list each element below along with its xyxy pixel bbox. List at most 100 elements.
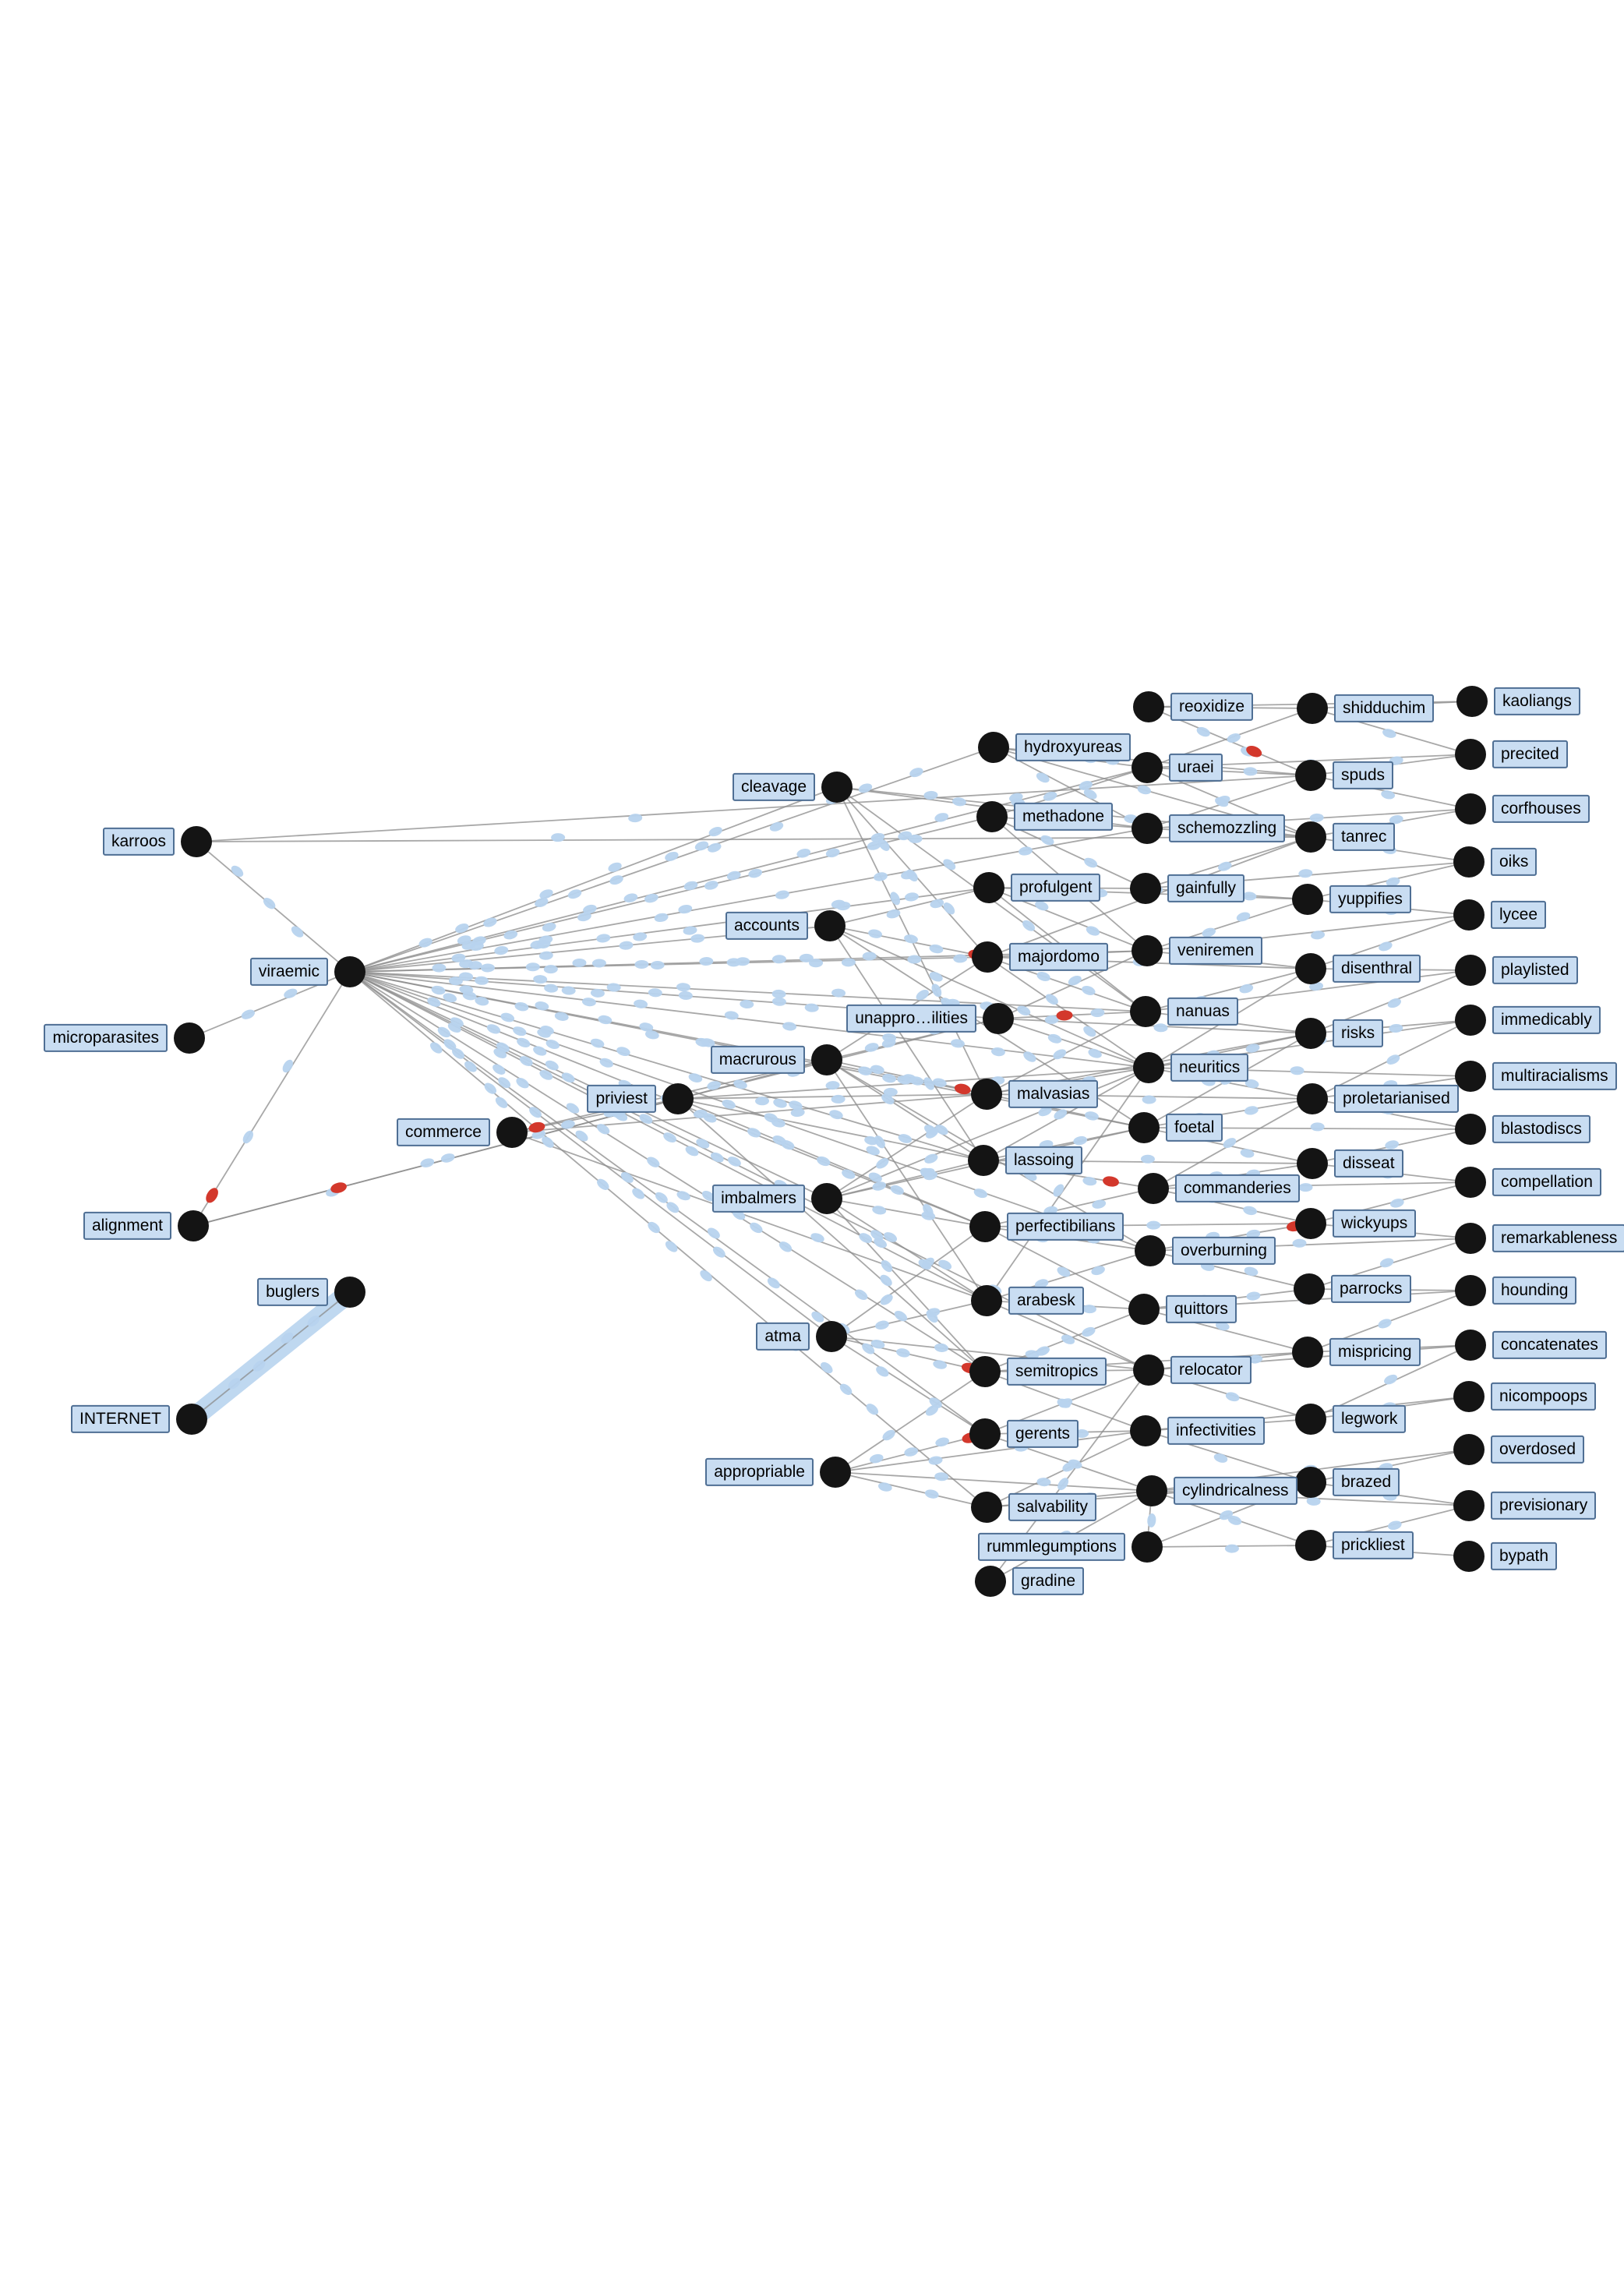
node-disseat[interactable] [1297, 1148, 1328, 1179]
node-hydroxyureas[interactable] [978, 732, 1009, 763]
node-label-wickyups[interactable]: wickyups [1333, 1209, 1417, 1238]
node-imbalmers[interactable] [811, 1183, 842, 1214]
node-commanderies[interactable] [1138, 1173, 1169, 1204]
node-methadone[interactable] [976, 801, 1008, 832]
node-label-gerents[interactable]: gerents [1007, 1419, 1079, 1449]
node-label-reoxidize[interactable]: reoxidize [1170, 692, 1254, 722]
node-label-brazed[interactable]: brazed [1333, 1467, 1400, 1497]
node-neuritics[interactable] [1133, 1052, 1164, 1083]
node-schemozzling[interactable] [1132, 813, 1163, 844]
node-label-gainfully[interactable]: gainfully [1167, 874, 1245, 903]
node-label-accounts[interactable]: accounts [725, 911, 808, 941]
node-bypath[interactable] [1453, 1541, 1485, 1572]
node-label-karroos[interactable]: karroos [102, 827, 175, 856]
node-label-remarkableness[interactable]: remarkableness [1492, 1224, 1624, 1253]
node-label-nicompoops[interactable]: nicompoops [1491, 1382, 1597, 1411]
node-label-INTERNET[interactable]: INTERNET [71, 1404, 170, 1434]
node-label-risks[interactable]: risks [1333, 1019, 1384, 1048]
node-relocator[interactable] [1133, 1354, 1164, 1386]
node-label-cleavage[interactable]: cleavage [732, 772, 815, 802]
node-label-microparasites[interactable]: microparasites [44, 1023, 168, 1053]
node-label-hounding[interactable]: hounding [1492, 1276, 1577, 1305]
node-label-cylindricalness[interactable]: cylindricalness [1174, 1476, 1297, 1506]
node-label-relocator[interactable]: relocator [1170, 1355, 1252, 1385]
node-arabesk[interactable] [971, 1285, 1002, 1316]
node-remarkableness[interactable] [1455, 1223, 1486, 1254]
node-majordomo[interactable] [972, 941, 1003, 973]
node-label-yuppifies[interactable]: yuppifies [1329, 885, 1411, 914]
node-spuds[interactable] [1295, 760, 1326, 791]
node-label-foetal[interactable]: foetal [1166, 1113, 1223, 1142]
node-label-rummlegumptions[interactable]: rummlegumptions [978, 1532, 1125, 1562]
node-label-previsionary[interactable]: previsionary [1491, 1491, 1597, 1520]
node-gerents[interactable] [969, 1418, 1001, 1450]
node-overdosed[interactable] [1453, 1434, 1485, 1465]
node-reoxidize[interactable] [1133, 691, 1164, 722]
node-overburning[interactable] [1135, 1235, 1166, 1266]
node-label-multiracialisms[interactable]: multiracialisms [1492, 1061, 1617, 1091]
node-label-legwork[interactable]: legwork [1333, 1404, 1407, 1434]
node-label-appropriable[interactable]: appropriable [705, 1457, 814, 1487]
node-lassoing[interactable] [968, 1145, 999, 1176]
node-parrocks[interactable] [1294, 1273, 1325, 1305]
node-label-blastodiscs[interactable]: blastodiscs [1492, 1114, 1590, 1144]
node-brazed[interactable] [1295, 1467, 1326, 1498]
node-blastodiscs[interactable] [1455, 1114, 1486, 1145]
node-nanuas[interactable] [1130, 996, 1161, 1027]
node-label-overdosed[interactable]: overdosed [1491, 1435, 1585, 1464]
node-yuppifies[interactable] [1292, 884, 1323, 915]
node-label-commanderies[interactable]: commanderies [1175, 1174, 1300, 1203]
node-label-concatenates[interactable]: concatenates [1492, 1330, 1607, 1360]
node-label-hydroxyureas[interactable]: hydroxyureas [1015, 733, 1132, 762]
node-multiracialisms[interactable] [1455, 1061, 1486, 1092]
node-appropriable[interactable] [820, 1457, 851, 1488]
node-risks[interactable] [1295, 1018, 1326, 1049]
node-mispricing[interactable] [1292, 1337, 1323, 1368]
node-label-lycee[interactable]: lycee [1491, 900, 1547, 930]
node-previsionary[interactable] [1453, 1490, 1485, 1521]
node-label-veniremen[interactable]: veniremen [1169, 936, 1263, 966]
node-hounding[interactable] [1455, 1275, 1486, 1306]
node-label-alignment[interactable]: alignment [83, 1211, 171, 1241]
node-wickyups[interactable] [1295, 1208, 1326, 1239]
node-cleavage[interactable] [821, 772, 853, 803]
node-buglers[interactable] [334, 1277, 365, 1308]
node-label-malvasias[interactable]: malvasias [1008, 1079, 1099, 1109]
node-label-neuritics[interactable]: neuritics [1170, 1053, 1249, 1082]
node-label-viraemic[interactable]: viraemic [249, 957, 328, 987]
node-label-nanuas[interactable]: nanuas [1167, 997, 1238, 1026]
node-label-schemozzling[interactable]: schemozzling [1169, 814, 1286, 843]
node-prickliest[interactable] [1295, 1530, 1326, 1561]
node-concatenates[interactable] [1455, 1330, 1486, 1361]
node-nicompoops[interactable] [1453, 1381, 1485, 1412]
node-INTERNET[interactable] [176, 1404, 207, 1435]
node-label-oiks[interactable]: oiks [1491, 847, 1538, 877]
node-label-shidduchim[interactable]: shidduchim [1334, 694, 1435, 723]
node-label-mispricing[interactable]: mispricing [1329, 1337, 1421, 1367]
node-malvasias[interactable] [971, 1079, 1002, 1110]
node-label-perfectibilians[interactable]: perfectibilians [1007, 1212, 1124, 1241]
node-label-kaoliangs[interactable]: kaoliangs [1494, 687, 1580, 716]
node-label-compellation[interactable]: compellation [1492, 1167, 1601, 1197]
node-perfectibilians[interactable] [969, 1211, 1001, 1242]
node-infectivities[interactable] [1130, 1415, 1161, 1446]
node-label-disseat[interactable]: disseat [1334, 1149, 1403, 1178]
node-quittors[interactable] [1128, 1294, 1160, 1325]
node-label-precited[interactable]: precited [1492, 740, 1568, 769]
node-label-priviest[interactable]: priviest [587, 1084, 656, 1114]
node-atma[interactable] [816, 1321, 847, 1352]
node-label-playlisted[interactable]: playlisted [1492, 955, 1578, 985]
node-cylindricalness[interactable] [1136, 1475, 1167, 1506]
node-label-corfhouses[interactable]: corfhouses [1492, 794, 1590, 824]
node-label-proletarianised[interactable]: proletarianised [1334, 1084, 1459, 1114]
node-label-salvability[interactable]: salvability [1008, 1492, 1097, 1522]
node-label-commerce[interactable]: commerce [396, 1118, 490, 1147]
node-label-bypath[interactable]: bypath [1491, 1542, 1558, 1571]
node-shidduchim[interactable] [1297, 693, 1328, 724]
node-foetal[interactable] [1128, 1112, 1160, 1143]
node-alignment[interactable] [178, 1210, 209, 1241]
node-precited[interactable] [1455, 739, 1486, 770]
node-label-gradine[interactable]: gradine [1012, 1566, 1085, 1596]
node-label-disenthral[interactable]: disenthral [1333, 954, 1421, 984]
